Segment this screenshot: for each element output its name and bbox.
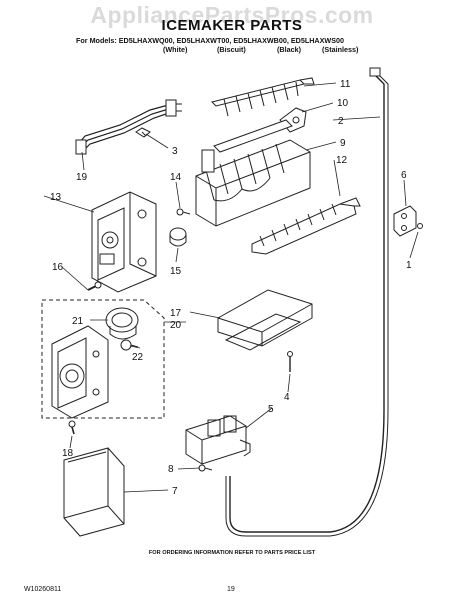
document-number: W10260811 bbox=[24, 586, 62, 593]
callout-2: 2 bbox=[338, 116, 344, 127]
callout-4: 4 bbox=[284, 392, 290, 403]
screw-18 bbox=[68, 420, 76, 435]
callout-14: 14 bbox=[170, 172, 182, 183]
color-biscuit: (Biscuit) bbox=[217, 45, 246, 54]
leader-lines bbox=[43, 82, 419, 493]
color-black: (Black) bbox=[277, 45, 301, 54]
screw-16 bbox=[87, 281, 102, 291]
water-valve bbox=[185, 415, 251, 465]
motor bbox=[105, 307, 139, 340]
fill-tube bbox=[225, 67, 389, 537]
callout-12: 12 bbox=[336, 155, 348, 166]
callout-19: 19 bbox=[76, 172, 88, 183]
ejector bbox=[211, 77, 315, 117]
callout-8: 8 bbox=[168, 464, 174, 475]
screw-14 bbox=[176, 208, 191, 216]
watermark: AppliancePartsPros.com bbox=[90, 2, 374, 28]
callout-18: 18 bbox=[62, 448, 74, 459]
models-line: For Models: ED5LHAXWQ00, ED5LHAXWT00, ED… bbox=[76, 36, 344, 45]
callout-6: 6 bbox=[401, 170, 407, 181]
callout-9: 9 bbox=[340, 138, 346, 149]
page-title: ICEMAKER PARTS bbox=[161, 17, 303, 34]
callout-16: 16 bbox=[52, 262, 64, 273]
color-stainless: (Stainless) bbox=[322, 45, 359, 54]
callout-10: 10 bbox=[337, 98, 349, 109]
callout-1: 1 bbox=[406, 260, 412, 271]
coupler bbox=[169, 227, 187, 247]
assembly-box bbox=[41, 299, 165, 419]
callout-5: 5 bbox=[268, 404, 274, 415]
clamp bbox=[198, 464, 213, 472]
callout-15: 15 bbox=[170, 266, 182, 277]
color-white: (White) bbox=[163, 45, 188, 54]
callout-22: 22 bbox=[132, 352, 144, 363]
ice-mold bbox=[195, 119, 311, 227]
rake bbox=[251, 197, 361, 255]
callout-11: 11 bbox=[340, 79, 351, 90]
callout-20: 20 bbox=[170, 320, 182, 331]
gear bbox=[120, 339, 139, 351]
tube-clip bbox=[393, 205, 423, 237]
front-cover bbox=[63, 447, 125, 537]
callout-13: 13 bbox=[50, 192, 62, 203]
callout-7: 7 bbox=[172, 486, 178, 497]
drain-tray bbox=[217, 289, 313, 351]
screw-4 bbox=[287, 351, 293, 372]
callout-3: 3 bbox=[172, 146, 178, 157]
callout-17: 17 bbox=[170, 308, 182, 319]
control-housing bbox=[91, 191, 157, 293]
wire-harness bbox=[75, 99, 182, 155]
callout-21: 21 bbox=[72, 316, 84, 327]
callout-numbers: 11 10 2 9 12 6 1 3 19 13 14 15 16 17 20 … bbox=[50, 79, 412, 497]
module-plate bbox=[51, 325, 109, 419]
ordering-note: FOR ORDERING INFORMATION REFER TO PARTS … bbox=[148, 550, 316, 556]
page-number: 19 bbox=[227, 586, 235, 593]
